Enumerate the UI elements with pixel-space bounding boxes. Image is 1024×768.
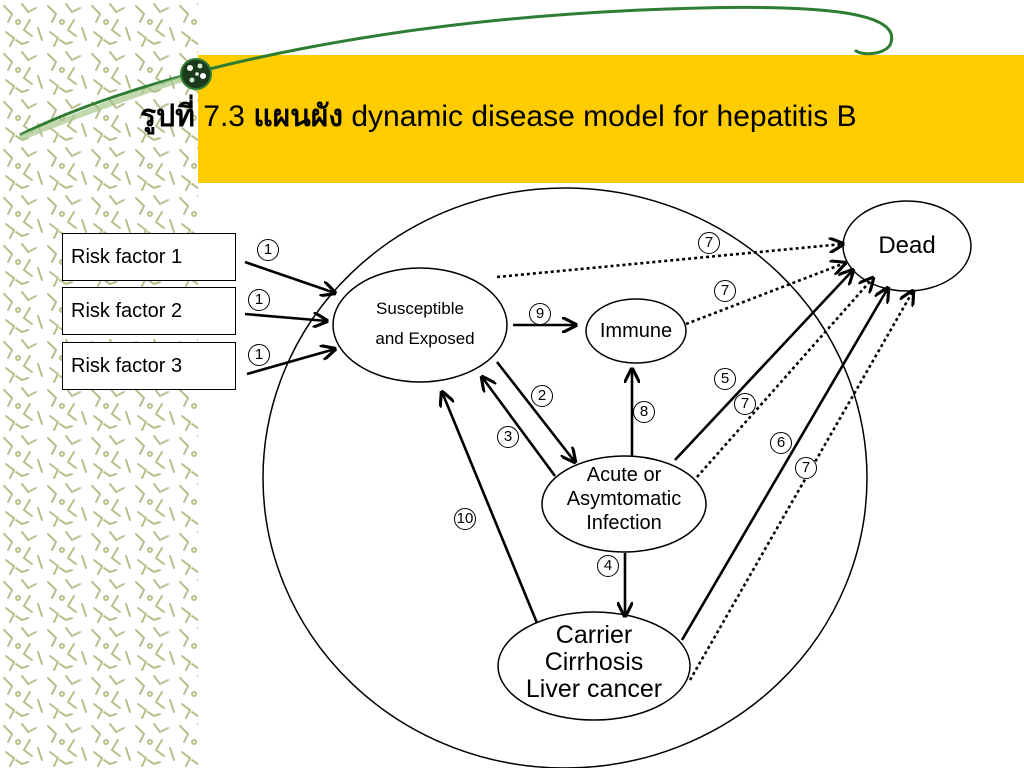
immune-label: Immune [599,320,673,342]
arrow-carrier-to-dead [680,288,888,641]
transition-number-sus-to-acute: 2 [531,385,553,407]
arrow-sus-to-acute [495,361,575,462]
acute-label: Acute or Asymtomatic Infection [542,463,706,535]
slide-title: รูปที่ 7.3 แผนผัง dynamic disease model … [140,93,1020,140]
transition-number-sus-to-immune: 9 [529,303,551,325]
transition-number-rf2: 1 [248,289,270,311]
susceptible-line-2: and Exposed [375,329,475,348]
population-boundary [262,187,868,768]
transition-number-rf3: 1 [248,344,270,366]
risk-factor-1-box: Risk factor 1 [62,233,236,281]
acute-line-1: Acute or [586,464,662,486]
title-thai-middle: แผนผัง [253,100,343,133]
title-english: dynamic disease model for hepatitis B [351,100,857,133]
transition-number-acute-to-immune: 8 [633,401,655,423]
transition-number-acute-to-dead: 5 [714,368,736,390]
transition-number-carrier-to-sus: 10 [454,508,476,530]
dead-label: Dead [878,232,936,259]
carrier-label: Carrier Cirrhosis Liver cancer [498,622,690,703]
transition-number-carrier-to-dead: 6 [770,432,792,454]
title-banner [198,55,1024,183]
carrier-line-1: Carrier [555,621,633,649]
transition-number-acute-to-dead-other: 7 [734,393,756,415]
acute-node-shape [541,455,707,553]
transition-number-rf1: 1 [257,239,279,261]
immune-node-shape [585,298,687,364]
transition-number-sus-to-dead: 7 [698,232,720,254]
risk-factor-2-box: Risk factor 2 [62,287,236,335]
arrow-acute-to-dead [674,270,853,461]
arrow-sus-to-dead [496,244,843,279]
title-thai-prefix: รูปที่ [140,100,195,133]
title-number: 7.3 [203,100,245,133]
arrow-rf1 [244,260,335,293]
susceptible-node-shape [332,267,508,383]
globe-icon [180,58,212,90]
swoosh-decoration [18,5,894,141]
arrow-rf2 [244,314,327,321]
carrier-line-3: Liver cancer [525,675,663,703]
acute-line-3: Infection [586,512,662,534]
transition-number-immune-to-dead: 7 [714,280,736,302]
arrow-carrier-to-sus [442,392,539,624]
susceptible-line-1: Susceptible [376,299,464,318]
arrow-immune-to-dead [685,263,845,326]
acute-line-2: Asymtomatic [566,488,682,510]
carrier-node-shape [497,611,691,721]
arrow-carrier-to-dead-dotted [688,291,913,681]
arrow-rf3 [246,349,335,376]
arrow-acute-to-dead-dotted [696,278,873,478]
transition-number-carrier-to-dead-other: 7 [795,457,817,479]
carrier-line-2: Cirrhosis [544,648,644,676]
susceptible-label: Susceptible and Exposed [340,294,500,354]
transition-number-acute-to-sus: 3 [497,426,519,448]
transition-number-acute-to-carrier: 4 [597,555,619,577]
risk-factor-3-box: Risk factor 3 [62,342,236,390]
arrow-acute-to-sus [482,377,557,477]
